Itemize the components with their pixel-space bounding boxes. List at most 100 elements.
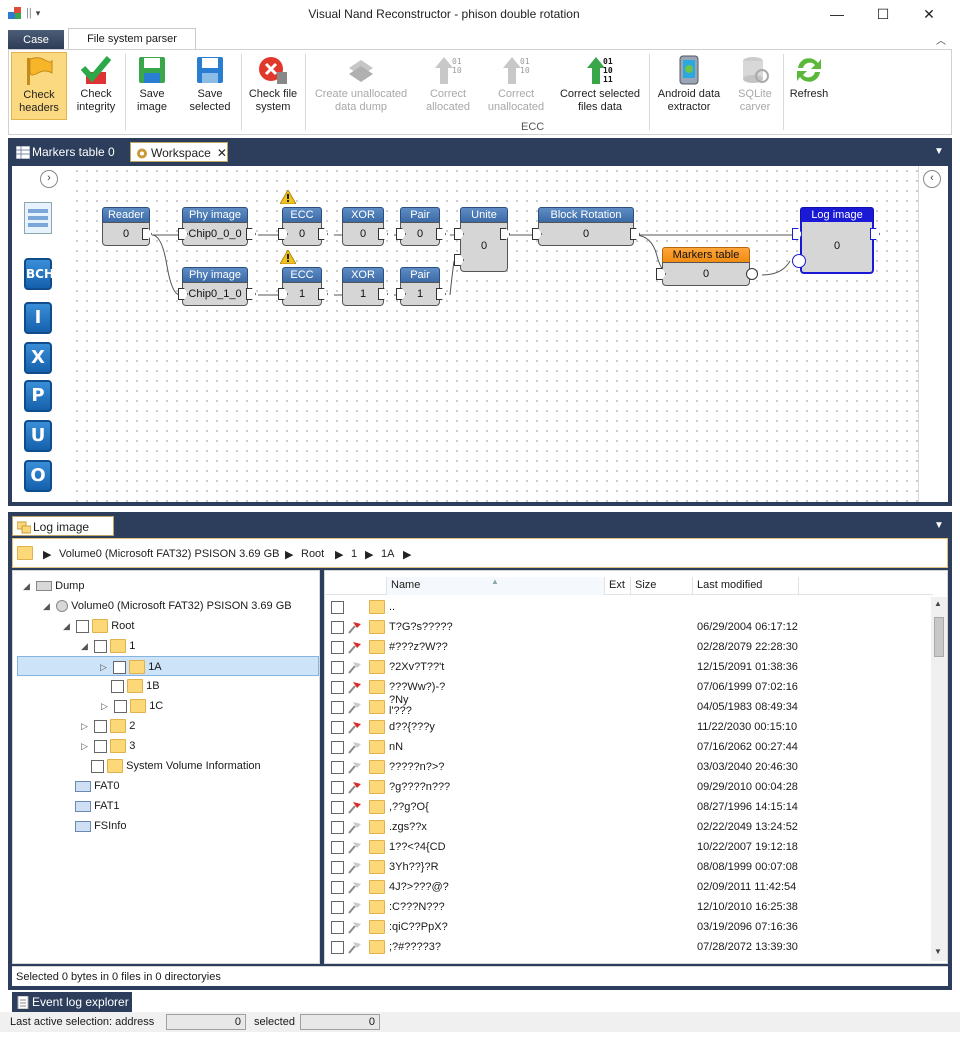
column-size[interactable]: Size bbox=[631, 577, 693, 595]
node-ecc-1[interactable]: ECC 1 bbox=[278, 267, 328, 306]
tab-case[interactable]: Case bbox=[8, 30, 64, 50]
table-row[interactable]: ,??g?O{08/27/1996 14:15:14 bbox=[325, 797, 929, 817]
output-port-icon[interactable] bbox=[870, 228, 880, 240]
input-port-icon[interactable] bbox=[656, 268, 666, 280]
output-port-icon[interactable] bbox=[500, 228, 510, 240]
toolbox-list-icon[interactable] bbox=[24, 202, 52, 234]
checkbox[interactable] bbox=[331, 721, 344, 734]
node-xor-0[interactable]: XOR 0 bbox=[342, 207, 388, 246]
input-port-icon[interactable] bbox=[454, 228, 464, 240]
output-port-icon[interactable] bbox=[436, 288, 446, 300]
output-port-icon[interactable] bbox=[142, 228, 152, 240]
breadcrumb-1[interactable]: 1 bbox=[351, 548, 358, 560]
input-port-icon[interactable] bbox=[178, 228, 188, 240]
check-file-system-button[interactable]: Check file system bbox=[245, 52, 301, 120]
breadcrumb-volume[interactable]: Volume0 (Microsoft FAT32) PSISON 3.69 GB bbox=[59, 548, 280, 560]
checkbox[interactable] bbox=[331, 841, 344, 854]
output-port-icon[interactable] bbox=[246, 288, 256, 300]
expand-left-icon[interactable]: › bbox=[40, 170, 58, 188]
table-row[interactable]: :C???N???12/10/2010 16:25:38 bbox=[325, 897, 929, 917]
breadcrumb-arrow-icon[interactable]: ▶ bbox=[365, 549, 374, 561]
node-phy-image-0[interactable]: Phy image Chip0_0_0 bbox=[178, 207, 256, 246]
expand-arrow-icon[interactable]: ▷ bbox=[81, 741, 88, 751]
table-row[interactable]: ?Ny l'???04/05/1983 08:49:34 bbox=[325, 695, 929, 717]
input-port-icon[interactable] bbox=[792, 254, 806, 268]
sqlite-carver-button[interactable]: SQLite carver bbox=[731, 52, 779, 120]
tool-u[interactable]: U bbox=[24, 420, 52, 452]
node-pair-1[interactable]: Pair 1 bbox=[396, 267, 446, 306]
table-row[interactable]: T?G?s?????06/29/2004 06:17:12 bbox=[325, 617, 929, 637]
tree-item-1a[interactable]: ▷ 1A bbox=[17, 656, 319, 676]
checkbox[interactable] bbox=[331, 681, 344, 694]
checkbox[interactable] bbox=[94, 719, 108, 733]
collapse-arrow-icon[interactable]: ◢ bbox=[23, 581, 30, 591]
close-button[interactable]: ✕ bbox=[923, 6, 935, 22]
tree-item-3[interactable]: ▷ 3 bbox=[81, 736, 135, 756]
checkbox[interactable] bbox=[331, 821, 344, 834]
checkbox[interactable] bbox=[331, 741, 344, 754]
tool-p[interactable]: P bbox=[24, 380, 52, 412]
workspace-canvas[interactable]: Reader 0 Phy image Chip0_0_0 ECC 0 XOR 0… bbox=[12, 166, 948, 502]
scrollbar-thumb[interactable] bbox=[934, 617, 944, 657]
table-row[interactable]: #???z?W??02/28/2079 22:28:30 bbox=[325, 637, 929, 657]
output-port-icon[interactable] bbox=[318, 288, 328, 300]
node-log-image[interactable]: Log image 0 bbox=[792, 207, 880, 274]
output-port-icon[interactable] bbox=[630, 228, 640, 240]
breadcrumb-arrow-icon[interactable]: ▶ bbox=[403, 549, 412, 561]
input-port-icon[interactable] bbox=[454, 254, 464, 266]
checkbox[interactable] bbox=[331, 621, 344, 634]
input-port-icon[interactable] bbox=[278, 228, 288, 240]
output-port-icon[interactable] bbox=[318, 228, 328, 240]
checkbox[interactable] bbox=[331, 901, 344, 914]
expand-arrow-icon[interactable]: ▷ bbox=[101, 701, 108, 711]
panel-menu-icon[interactable]: ▼ bbox=[934, 520, 944, 531]
node-markers-table[interactable]: Markers table 0 bbox=[656, 247, 758, 286]
input-port-icon[interactable] bbox=[278, 288, 288, 300]
tab-log-image[interactable]: Log image 0✕ bbox=[12, 516, 114, 554]
checkbox[interactable] bbox=[331, 801, 344, 814]
checkbox[interactable] bbox=[94, 639, 108, 653]
check-headers-button[interactable]: Check headers bbox=[11, 52, 67, 120]
tree-item-2[interactable]: ▷ 2 bbox=[81, 716, 135, 736]
checkbox[interactable] bbox=[331, 861, 344, 874]
checkbox[interactable] bbox=[113, 660, 127, 674]
tree-item-1b[interactable]: 1B bbox=[111, 676, 160, 696]
output-port-icon[interactable] bbox=[378, 228, 388, 240]
collapse-arrow-icon[interactable]: ◢ bbox=[81, 641, 88, 651]
collapse-arrow-icon[interactable]: ◢ bbox=[63, 621, 70, 631]
breadcrumb-arrow-icon[interactable]: ▶ bbox=[335, 549, 344, 561]
table-row[interactable]: ;?#????3?07/28/2072 13:39:30 bbox=[325, 937, 929, 957]
tab-markers-table[interactable]: Markers table 0 bbox=[12, 142, 124, 162]
node-block-rotation[interactable]: Block Rotation 0 bbox=[532, 207, 640, 246]
input-port-icon[interactable] bbox=[396, 228, 406, 240]
expand-arrow-icon[interactable]: ▷ bbox=[81, 721, 88, 731]
tree-item-root[interactable]: ◢ Root bbox=[63, 616, 134, 636]
checkbox[interactable] bbox=[331, 761, 344, 774]
checkbox[interactable] bbox=[331, 781, 344, 794]
expand-right-icon[interactable]: ‹ bbox=[923, 170, 941, 188]
column-name[interactable]: Name▲ bbox=[387, 577, 605, 595]
table-row[interactable]: :qiC??PpX?03/19/2096 07:16:36 bbox=[325, 917, 929, 937]
checkbox[interactable] bbox=[91, 759, 104, 773]
column-ext[interactable]: Ext bbox=[605, 577, 631, 595]
tree-item-1c[interactable]: ▷ 1C bbox=[101, 696, 163, 716]
create-unallocated-dump-button[interactable]: Create unallocated data dump bbox=[309, 52, 413, 120]
table-row[interactable]: ?????n?>?03/03/2040 20:46:30 bbox=[325, 757, 929, 777]
qat-dropdown-icon[interactable]: ▾ bbox=[35, 7, 41, 18]
tool-o[interactable]: O bbox=[24, 460, 52, 492]
tool-bch[interactable]: BCH bbox=[24, 258, 54, 290]
breadcrumb-arrow-icon[interactable]: ▶ bbox=[285, 549, 294, 561]
breadcrumb-1a[interactable]: 1A bbox=[381, 548, 395, 560]
table-row[interactable]: ?g????n???09/29/2010 00:04:28 bbox=[325, 777, 929, 797]
breadcrumb-arrow-icon[interactable]: ▶ bbox=[43, 549, 52, 561]
refresh-button[interactable]: Refresh bbox=[787, 52, 831, 120]
checkbox[interactable] bbox=[331, 881, 344, 894]
column-last-modified[interactable]: Last modified bbox=[693, 577, 799, 595]
table-row[interactable]: ???Ww?)-?07/06/1999 07:02:16 bbox=[325, 677, 929, 697]
save-image-button[interactable]: Save image bbox=[129, 52, 175, 120]
node-xor-1[interactable]: XOR 1 bbox=[342, 267, 388, 306]
output-port-icon[interactable] bbox=[436, 228, 446, 240]
